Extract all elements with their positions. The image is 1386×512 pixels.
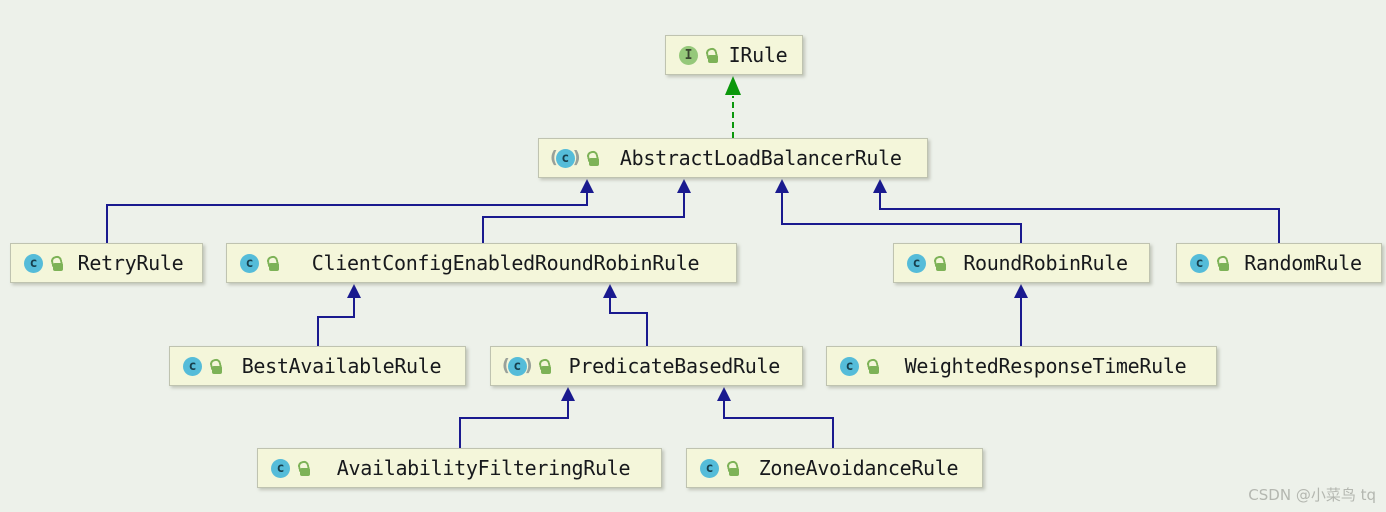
node-random-rule[interactable]: c RandomRule xyxy=(1176,243,1382,283)
abstract-class-icon: (c) xyxy=(502,355,533,376)
class-name: AvailabilityFilteringRule xyxy=(336,456,631,480)
class-icon: c xyxy=(840,356,859,376)
node-abstract-load-balancer-rule[interactable]: (c) AbstractLoadBalancerRule xyxy=(538,138,928,178)
public-lock-icon xyxy=(49,254,64,271)
csdn-watermark: CSDN @小菜鸟 tq xyxy=(1248,486,1376,504)
public-lock-icon xyxy=(537,357,552,374)
class-icon: c xyxy=(700,458,719,478)
class-icon: c xyxy=(907,253,926,273)
public-lock-icon xyxy=(725,459,740,476)
node-client-config-enabled-round-robin-rule[interactable]: c ClientConfigEnabledRoundRobinRule xyxy=(226,243,737,283)
node-weighted-response-time-rule[interactable]: c WeightedResponseTimeRule xyxy=(826,346,1217,386)
edge-predicate-based-rule-extends-client-config-enabled-round-robin-rule xyxy=(603,284,648,346)
public-lock-icon xyxy=(1215,254,1230,271)
class-icon: c xyxy=(240,253,259,273)
class-name: BestAvailableRule xyxy=(241,354,442,378)
class-name: RoundRobinRule xyxy=(963,251,1128,275)
public-lock-icon xyxy=(208,357,223,374)
class-icon: c xyxy=(1190,253,1209,273)
edge-weighted-response-time-rule-extends-round-robin-rule xyxy=(1014,284,1028,346)
public-lock-icon xyxy=(704,46,719,63)
class-name: PredicateBasedRule xyxy=(568,354,781,378)
node-availability-filtering-rule[interactable]: c AvailabilityFilteringRule xyxy=(257,448,662,488)
node-round-robin-rule[interactable]: c RoundRobinRule xyxy=(893,243,1150,283)
interface-icon: I xyxy=(679,45,698,65)
edge-round-robin-rule-extends-abstract-load-balancer-rule xyxy=(775,179,1022,243)
edge-zone-avoidance-rule-extends-predicate-based-rule xyxy=(717,387,834,448)
public-lock-icon xyxy=(265,254,280,271)
edge-best-available-rule-extends-client-config-enabled-round-robin-rule xyxy=(317,284,361,346)
class-name: IRule xyxy=(728,43,788,67)
node-irule[interactable]: I IRule xyxy=(665,35,803,75)
class-name: RetryRule xyxy=(77,251,184,275)
edge-availability-filtering-rule-extends-predicate-based-rule xyxy=(459,387,575,448)
node-retry-rule[interactable]: c RetryRule xyxy=(10,243,203,283)
edge-retry-rule-extends-abstract-load-balancer-rule xyxy=(106,179,594,243)
public-lock-icon xyxy=(865,357,880,374)
node-predicate-based-rule[interactable]: (c) PredicateBasedRule xyxy=(490,346,803,386)
edge-client-config-enabled-round-robin-rule-extends-abstract-load-balancer-rule xyxy=(482,179,691,243)
abstract-class-icon: (c) xyxy=(550,147,581,168)
edge-abstract-load-balancer-rule-implements-irule xyxy=(725,76,741,138)
class-name: ClientConfigEnabledRoundRobinRule xyxy=(311,251,700,275)
edge-random-rule-extends-abstract-load-balancer-rule xyxy=(873,179,1280,243)
public-lock-icon xyxy=(296,459,311,476)
class-icon: c xyxy=(24,253,43,273)
public-lock-icon xyxy=(932,254,947,271)
class-name: ZoneAvoidanceRule xyxy=(758,456,959,480)
class-name: WeightedResponseTimeRule xyxy=(904,354,1187,378)
class-icon: c xyxy=(183,356,202,376)
class-name: AbstractLoadBalancerRule xyxy=(619,146,902,170)
node-zone-avoidance-rule[interactable]: c ZoneAvoidanceRule xyxy=(686,448,983,488)
class-icon: c xyxy=(271,458,290,478)
class-name: RandomRule xyxy=(1244,251,1362,275)
node-best-available-rule[interactable]: c BestAvailableRule xyxy=(169,346,466,386)
public-lock-icon xyxy=(585,149,600,166)
